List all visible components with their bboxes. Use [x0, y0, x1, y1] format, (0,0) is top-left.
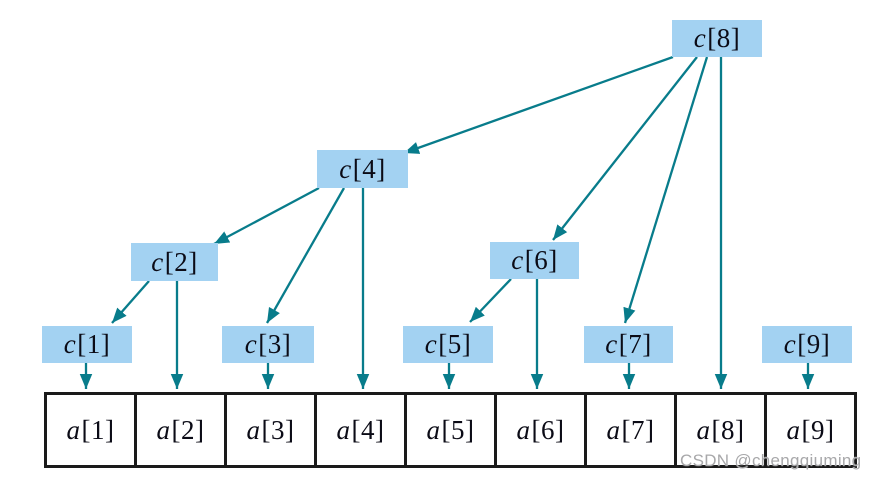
watermark: CSDN @chengqiuming	[680, 451, 862, 470]
edge-c4-c3	[266, 187, 345, 324]
array-cell-a1: a[1]	[47, 395, 137, 465]
edge-c8-c6	[552, 56, 698, 241]
node-c7: c[7]	[584, 326, 673, 363]
node-label: c	[693, 23, 707, 53]
node-c2: c[2]	[131, 243, 218, 281]
node-label: c	[783, 329, 797, 359]
edge-c6-c5	[469, 278, 512, 323]
array-cell-a2: a[2]	[137, 395, 227, 465]
edge-c4-c2	[213, 186, 320, 246]
array-a: a[1] a[2] a[3] a[4] a[5] a[6] a[7] a[8] …	[44, 392, 857, 468]
node-label: c	[511, 245, 524, 275]
node-c3: c[3]	[222, 326, 314, 363]
node-c1: c[1]	[42, 326, 132, 363]
edge-c2-c1	[111, 280, 150, 324]
node-label: c	[339, 153, 352, 184]
node-c5: c[5]	[403, 326, 493, 363]
node-c9: c[9]	[762, 326, 852, 363]
array-cell-a5: a[5]	[407, 395, 497, 465]
edge-c8-c7	[623, 56, 709, 324]
node-label: c	[605, 329, 618, 359]
array-cell-a7: a[7]	[587, 395, 677, 465]
array-cell-a9: a[9]	[786, 414, 835, 445]
edge-c8-c4	[403, 55, 674, 155]
array-cell-a3: a[3]	[227, 395, 317, 465]
array-cell-a6: a[6]	[497, 395, 587, 465]
node-c8: c[8]	[672, 20, 762, 57]
node-label: c	[244, 329, 258, 359]
node-label: c	[63, 329, 77, 359]
array-cell-a4: a[4]	[317, 395, 407, 465]
node-label: c	[424, 329, 438, 359]
array-cell-a8: a[8]	[677, 395, 767, 465]
node-label: c	[151, 246, 164, 277]
node-c4: c[4]	[317, 150, 408, 188]
node-c6: c[6]	[490, 242, 579, 279]
